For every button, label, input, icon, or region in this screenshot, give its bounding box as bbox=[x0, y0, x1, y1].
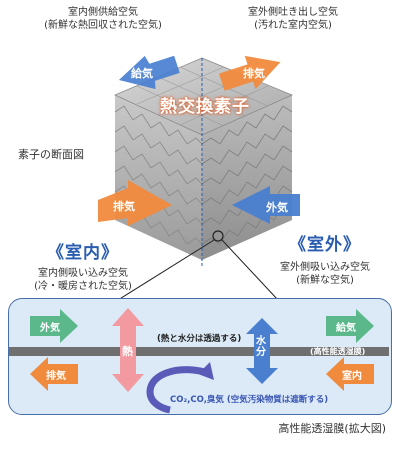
outside-air-arrow bbox=[232, 186, 300, 224]
heat-arrow bbox=[112, 308, 144, 392]
supply-arrow-label: 給気 bbox=[131, 67, 153, 80]
block-note: CO₂,CO,臭気 (空気汚染物質は遮断する) bbox=[170, 395, 329, 405]
membrane-band bbox=[9, 347, 389, 356]
outdoor-line1: 室外側吸い込み空気 bbox=[280, 262, 370, 273]
left-top-label: 外気 bbox=[40, 323, 60, 334]
transmit-note: (熱と水分は透過する) bbox=[157, 334, 242, 344]
outdoor-title: 《室外》 bbox=[289, 235, 361, 255]
top-left-line1: 室内側供給空気 bbox=[68, 7, 138, 18]
cross-section-label: 素子の断面図 bbox=[18, 148, 84, 161]
outdoor-block: 《室外》 室外側吸い込み空気 (新鮮な空気) bbox=[260, 230, 390, 287]
blocked-curve-arrowhead bbox=[198, 362, 214, 380]
top-right-line2: (汚れた室内空気) bbox=[254, 20, 332, 31]
indoor-line2: (冷・暖房された空気) bbox=[34, 281, 132, 292]
moisture-arrow bbox=[246, 318, 278, 384]
left-bottom-arrow bbox=[30, 357, 78, 391]
right-top-label: 給気 bbox=[336, 323, 356, 334]
outside-air-arrow-label: 外気 bbox=[266, 201, 288, 214]
top-left-line2: (新鮮な熱回収された空気) bbox=[44, 20, 162, 31]
exhaust-left-arrow-label: 排気 bbox=[113, 200, 135, 213]
magnifier-line-right bbox=[221, 239, 279, 301]
magnifier-line-left bbox=[117, 239, 215, 301]
blocked-curve-arrow bbox=[146, 366, 206, 414]
exhaust-top-arrow-label: 排気 bbox=[243, 67, 265, 80]
enlarged-view-caption: 高性能透湿膜(拡大図) bbox=[278, 422, 386, 435]
indoor-block: 《室内》 室内側吸い込み空気 (冷・暖房された空気) bbox=[18, 238, 148, 293]
left-bottom-label: 排気 bbox=[46, 371, 66, 382]
right-bottom-label: 室内 bbox=[342, 371, 362, 382]
moisture-label: 水分 bbox=[256, 336, 266, 358]
top-right-label: 室外側吐き出し空気 (汚れた室内空気) bbox=[218, 6, 368, 32]
indoor-title: 《室内》 bbox=[47, 243, 119, 263]
exhaust-left-arrow bbox=[98, 180, 172, 226]
top-right-line1: 室外側吐き出し空気 bbox=[248, 7, 338, 18]
left-top-arrow bbox=[30, 309, 78, 343]
membrane-name: (高性能透湿膜) bbox=[310, 347, 366, 356]
outdoor-line2: (新鮮な空気) bbox=[296, 275, 354, 286]
exhaust-top-arrow bbox=[218, 55, 281, 91]
heat-label: 熱 bbox=[122, 345, 133, 358]
right-bottom-arrow bbox=[326, 357, 374, 391]
top-left-label: 室内側供給空気 (新鮮な熱回収された空気) bbox=[28, 6, 178, 32]
supply-arrow bbox=[118, 55, 180, 90]
indoor-line1: 室内側吸い込み空気 bbox=[38, 268, 128, 279]
magnifier-circle bbox=[212, 230, 224, 242]
right-top-arrow bbox=[326, 309, 374, 343]
core-title: 熱交換素子 bbox=[160, 97, 250, 117]
